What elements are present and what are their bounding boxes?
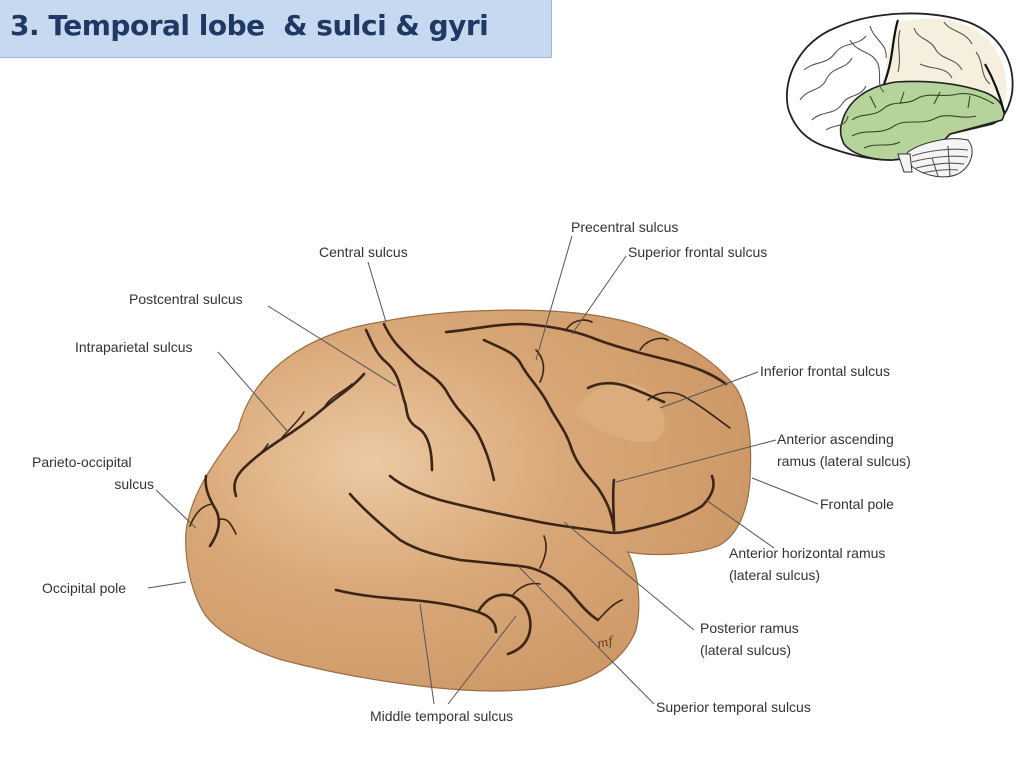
leader-occipital-pole	[147, 581, 187, 589]
leader-posterior-ramus	[563, 521, 695, 631]
label-parieto-occipital-2: sulcus	[114, 476, 154, 492]
sfs-branch-1	[565, 319, 593, 331]
label-anterior-horizontal-1: Anterior horizontal ramus	[729, 545, 885, 561]
label-postcentral-sulcus: Postcentral sulcus	[129, 291, 243, 307]
leader-precentral	[535, 235, 573, 361]
postcentral-sulcus-line	[364, 328, 434, 472]
thumbnail-temporal-lobe	[839, 80, 1005, 161]
thumbnail-brainstem	[897, 153, 913, 173]
slide-title: 3. Temporal lobe & sulci & gyri	[10, 9, 489, 42]
label-central-sulcus: Central sulcus	[319, 244, 408, 260]
pos-branch-2	[217, 518, 237, 535]
leader-central	[367, 261, 387, 323]
thumbnail-parietal-region	[884, 18, 1007, 120]
sulci	[189, 319, 731, 656]
thumbnail-temporal-gyri	[851, 91, 995, 149]
ips-branch-2	[279, 411, 305, 441]
ifs-branch	[647, 391, 731, 429]
labels: Precentral sulcus Central sulcus Superio…	[32, 219, 911, 724]
leader-lines	[147, 235, 819, 705]
leader-superior-temporal	[517, 565, 655, 705]
label-anterior-ascending-1: Anterior ascending	[777, 431, 894, 447]
title-bar: 3. Temporal lobe & sulci & gyri	[0, 0, 552, 58]
leader-middle-temporal-a	[419, 603, 435, 705]
thumbnail-lateral-sulcus	[984, 63, 1006, 113]
label-precentral-sulcus: Precentral sulcus	[571, 219, 678, 235]
label-anterior-horizontal-2: (lateral sulcus)	[729, 567, 820, 583]
label-posterior-ramus-2: (lateral sulcus)	[700, 642, 791, 658]
leader-anterior-ascending	[615, 439, 777, 483]
leader-parieto-occipital	[155, 489, 197, 529]
label-anterior-ascending-2: ramus (lateral sulcus)	[777, 453, 911, 469]
central-sulcus-line	[382, 322, 496, 482]
leader-inferior-frontal	[659, 371, 759, 409]
thumbnail-cerebellum-folia	[911, 145, 969, 177]
label-frontal-pole: Frontal pole	[820, 496, 894, 512]
leader-intraparietal	[217, 351, 289, 433]
label-inferior-frontal-sulcus: Inferior frontal sulcus	[760, 363, 890, 379]
thumbnail-central-sulcus	[882, 19, 900, 85]
label-parieto-occipital-1: Parieto-occipital	[32, 454, 132, 470]
middle-temporal-sulcus-loop	[476, 593, 532, 656]
artist-signature: mf	[596, 633, 617, 651]
mts-branch	[511, 582, 541, 597]
leader-middle-temporal-b	[447, 615, 517, 705]
anterior-ascending-ramus-line	[611, 478, 616, 532]
middle-temporal-sulcus-line	[334, 588, 498, 634]
label-intraparietal-sulcus: Intraparietal sulcus	[75, 339, 193, 355]
ips-branch-1	[323, 383, 353, 409]
brain-outline	[185, 309, 752, 692]
label-posterior-ramus-1: Posterior ramus	[700, 620, 799, 636]
label-superior-temporal-sulcus: Superior temporal sulcus	[656, 699, 811, 715]
parieto-occipital-sulcus-line	[204, 474, 221, 548]
anterior-horizontal-ramus-line	[632, 474, 715, 532]
leader-postcentral	[267, 305, 397, 387]
sfs-branch-2	[639, 337, 669, 351]
posterior-ramus-line	[388, 474, 636, 535]
sts-branch-2	[597, 599, 623, 621]
superior-temporal-sulcus-line	[348, 492, 600, 622]
leader-anterior-horizontal	[705, 499, 775, 549]
precentral-sulcus-line	[482, 338, 616, 532]
thumbnail-gyri	[799, 21, 991, 131]
superior-frontal-sulcus-line	[444, 322, 728, 386]
thumbnail-brain	[786, 12, 1014, 178]
ips-branch-3	[243, 443, 269, 469]
leader-frontal-pole	[751, 477, 819, 505]
label-middle-temporal-sulcus: Middle temporal sulcus	[370, 708, 513, 724]
label-superior-frontal-sulcus: Superior frontal sulcus	[628, 244, 767, 260]
frontal-gyrus-island	[575, 383, 665, 443]
main-brain: mf	[185, 309, 752, 692]
sts-branch-1	[539, 535, 547, 569]
label-occipital-pole: Occipital pole	[42, 580, 126, 596]
leader-superior-frontal	[571, 255, 627, 335]
